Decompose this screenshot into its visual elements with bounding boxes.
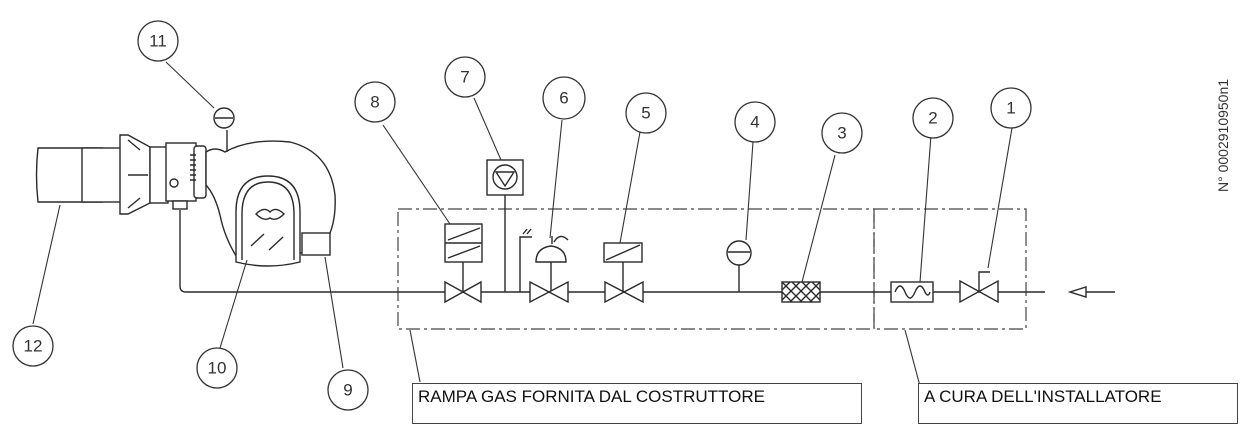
callout-12-label: 12 — [24, 337, 43, 356]
callout-5-label: 5 — [641, 104, 650, 123]
callout-7-label: 7 — [460, 68, 469, 87]
installer-label-box: A CURA DELL'INSTALLATORE — [918, 383, 1238, 424]
gas-inlet-arrow-icon — [1067, 286, 1115, 298]
callout-1: 1 — [990, 87, 1032, 129]
callout-6: 6 — [542, 76, 586, 120]
callout-3: 3 — [821, 112, 863, 154]
gas-filter — [781, 281, 821, 303]
double-solenoid-valve — [444, 223, 483, 304]
callout-5: 5 — [625, 92, 667, 134]
safety-solenoid-valve — [603, 242, 644, 304]
gas-pipe — [179, 210, 1045, 293]
callout-8-label: 8 — [370, 93, 379, 112]
manufacturer-label: RAMPA GAS FORNITA DAL COSTRUTTORE — [418, 387, 765, 406]
callout-1-label: 1 — [1006, 99, 1015, 118]
callout-9-label: 9 — [343, 381, 352, 400]
callout-4-label: 4 — [750, 113, 759, 132]
callout-10-label: 10 — [208, 359, 227, 378]
manual-shutoff-valve — [959, 271, 999, 304]
callout-3-label: 3 — [837, 124, 846, 143]
callout-10: 10 — [196, 347, 238, 389]
callout-4: 4 — [734, 101, 776, 143]
installer-boundary — [873, 208, 1027, 330]
leader-lines — [32, 61, 1013, 387]
callout-7: 7 — [444, 56, 486, 98]
valve-leak-control — [486, 159, 524, 292]
air-damper-icon — [235, 175, 301, 267]
pressure-switch-icon — [301, 232, 331, 256]
installer-label: A CURA DELL'INSTALLATORE — [924, 387, 1162, 406]
callout-8: 8 — [354, 81, 396, 123]
anti-vibration-joint — [890, 281, 934, 303]
pressure-gauge — [726, 240, 752, 292]
callout-9: 9 — [327, 369, 369, 411]
callout-12: 12 — [12, 325, 54, 367]
pressure-regulator — [519, 228, 569, 304]
callout-11: 11 — [137, 20, 179, 62]
burner — [35, 107, 336, 267]
manufacturer-label-box: RAMPA GAS FORNITA DAL COSTRUTTORE — [412, 383, 862, 424]
callout-2-label: 2 — [928, 109, 937, 128]
callout-11-label: 11 — [149, 32, 167, 51]
document-number: N° 0002910950n1 — [1215, 79, 1231, 192]
callout-2: 2 — [912, 97, 954, 139]
callout-6-label: 6 — [559, 89, 568, 108]
